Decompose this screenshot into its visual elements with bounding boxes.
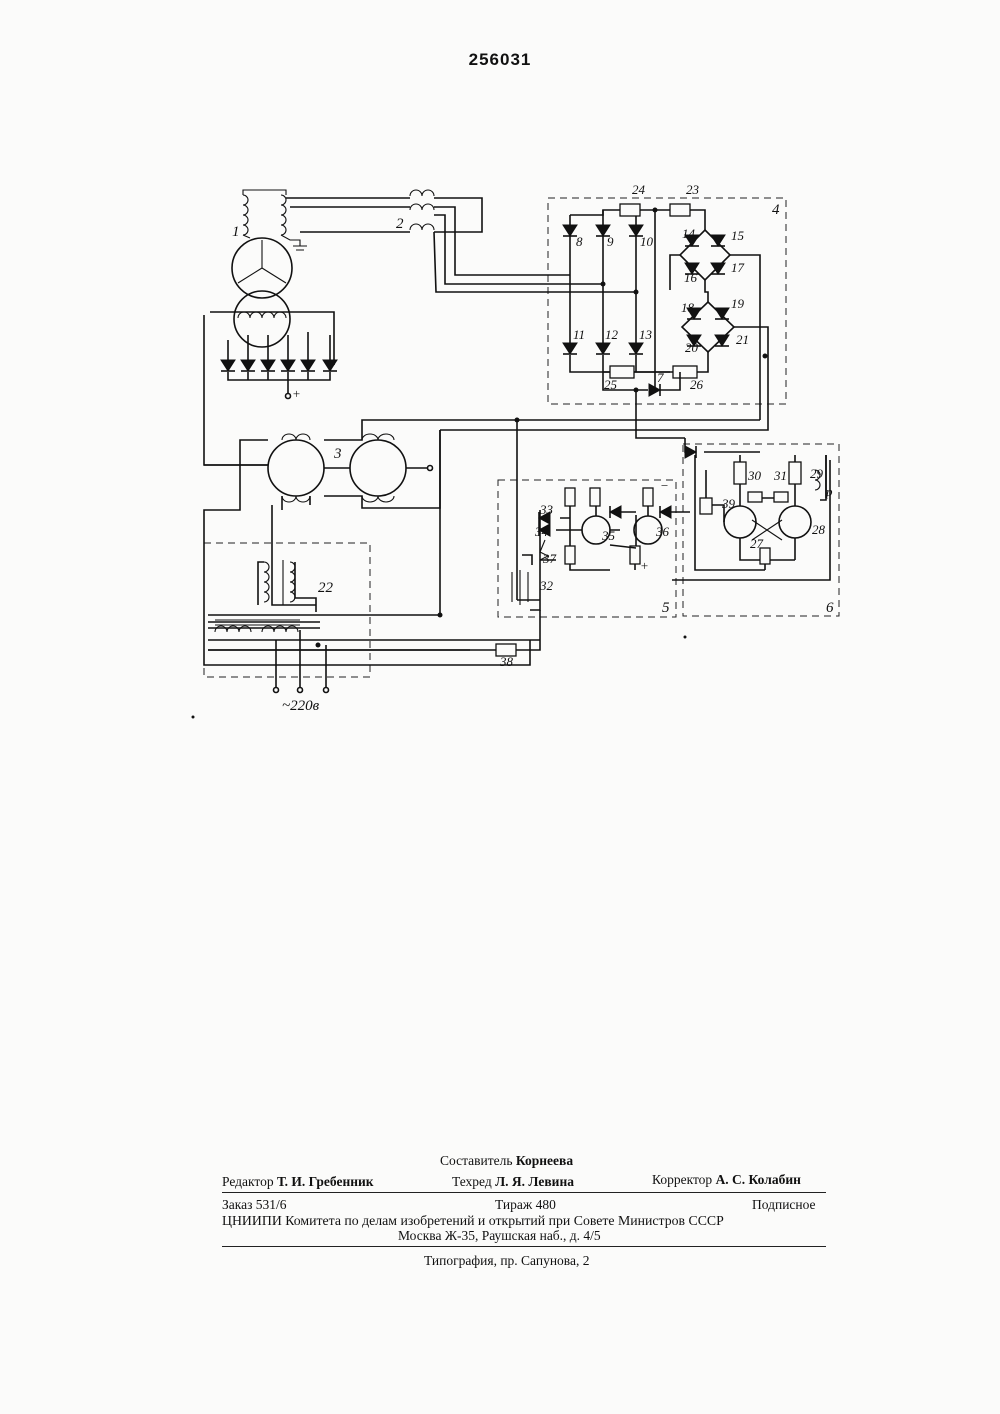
label-t27: 27: [750, 536, 764, 551]
feedback-resistor: [208, 610, 540, 656]
tech-editor-line: Техред Л. Я. Левина: [452, 1174, 574, 1190]
label-amplidyne: 3: [333, 446, 342, 462]
compiler-name: Корнеева: [516, 1153, 573, 1168]
generator: [232, 190, 307, 347]
label-relay-contact: р: [825, 484, 833, 499]
corrector-line: Корректор А. С. Колабин: [652, 1172, 801, 1188]
label-rectifier-block: 4: [772, 202, 780, 218]
circuit-schematic: 1 2 3 4 5 6 7 8 9 10 11 12 13 14 15 16 1…: [0, 0, 1000, 760]
imprint-rule-top: [222, 1192, 826, 1193]
schematic-labels: 1 2 3 4 5 6 7 8 9 10 11 12 13 14 15 16 1…: [232, 182, 834, 714]
label-supply: ~220в: [282, 698, 320, 714]
label-d8: 8: [576, 234, 583, 249]
label-minus-trigger: −: [660, 478, 669, 493]
label-d12: 12: [605, 327, 619, 342]
label-d14: 14: [682, 226, 696, 241]
editor-line: Редактор Т. И. Гребенник: [222, 1174, 374, 1190]
label-r39: 39: [721, 496, 736, 511]
label-d17: 17: [731, 260, 745, 275]
organization-line: ЦНИИПИ Комитета по делам изобретений и о…: [222, 1213, 724, 1229]
label-r26: 26: [690, 377, 704, 392]
label-d10: 10: [640, 234, 654, 249]
transformer-unit-boundary: [204, 543, 370, 677]
label-t35: 35: [601, 528, 616, 543]
label-coil29: 29: [810, 466, 824, 481]
current-transformer: [286, 190, 636, 292]
label-t28: 28: [812, 522, 826, 537]
trigger-block: [512, 418, 690, 611]
label-trigger-block: 5: [662, 600, 670, 616]
subscription: Подписное: [752, 1197, 816, 1213]
transformer-unit: [208, 560, 540, 693]
tech-editor-name: Л. Я. Левина: [495, 1174, 574, 1189]
label-r24: 24: [632, 182, 646, 197]
corrector-name: А. С. Колабин: [716, 1172, 801, 1187]
label-d33: 33: [539, 502, 554, 517]
label-r30: 30: [747, 468, 762, 483]
label-relay-block: 6: [826, 600, 834, 616]
label-diode-7: 7: [657, 370, 664, 385]
label-tr32: 32: [539, 578, 554, 593]
compiler-line: Составитель Корнеева: [440, 1153, 573, 1169]
label-generator: 1: [232, 224, 240, 240]
editor-name: Т. И. Гребенник: [277, 1174, 374, 1189]
label-r23: 23: [686, 182, 700, 197]
label-d9: 9: [607, 234, 614, 249]
label-d15: 15: [731, 228, 745, 243]
printing-house: Типография, пр. Сапунова, 2: [424, 1253, 590, 1269]
label-r25: 25: [604, 377, 618, 392]
label-d34: 34: [534, 524, 549, 539]
label-d19: 19: [731, 296, 745, 311]
order-number: Заказ 531/6: [222, 1197, 287, 1213]
rectifier-block: [440, 204, 768, 438]
label-d20: 20: [685, 340, 699, 355]
label-d37: 37: [542, 551, 557, 566]
label-r31: 31: [773, 468, 787, 483]
label-current-transformer: 2: [396, 216, 404, 232]
generator-rectifier-bank: [204, 312, 337, 465]
imprint-rule-bottom: [222, 1246, 826, 1247]
label-d16: 16: [684, 270, 698, 285]
label-d13: 13: [639, 327, 653, 342]
label-plus-trigger: +: [640, 558, 649, 573]
label-r38: 38: [499, 654, 514, 669]
label-d18: 18: [681, 300, 695, 315]
label-t36: 36: [655, 524, 670, 539]
label-plus-generator: +: [292, 386, 301, 401]
relay-block: [672, 438, 830, 580]
label-transformer-unit: 22: [318, 580, 334, 596]
label-d21: 21: [736, 332, 749, 347]
circulation: Тираж 480: [495, 1197, 556, 1213]
rectifier-block-boundary: [548, 198, 786, 404]
label-d11: 11: [573, 327, 585, 342]
address-line: Москва Ж-35, Раушская наб., д. 4/5: [398, 1228, 601, 1244]
